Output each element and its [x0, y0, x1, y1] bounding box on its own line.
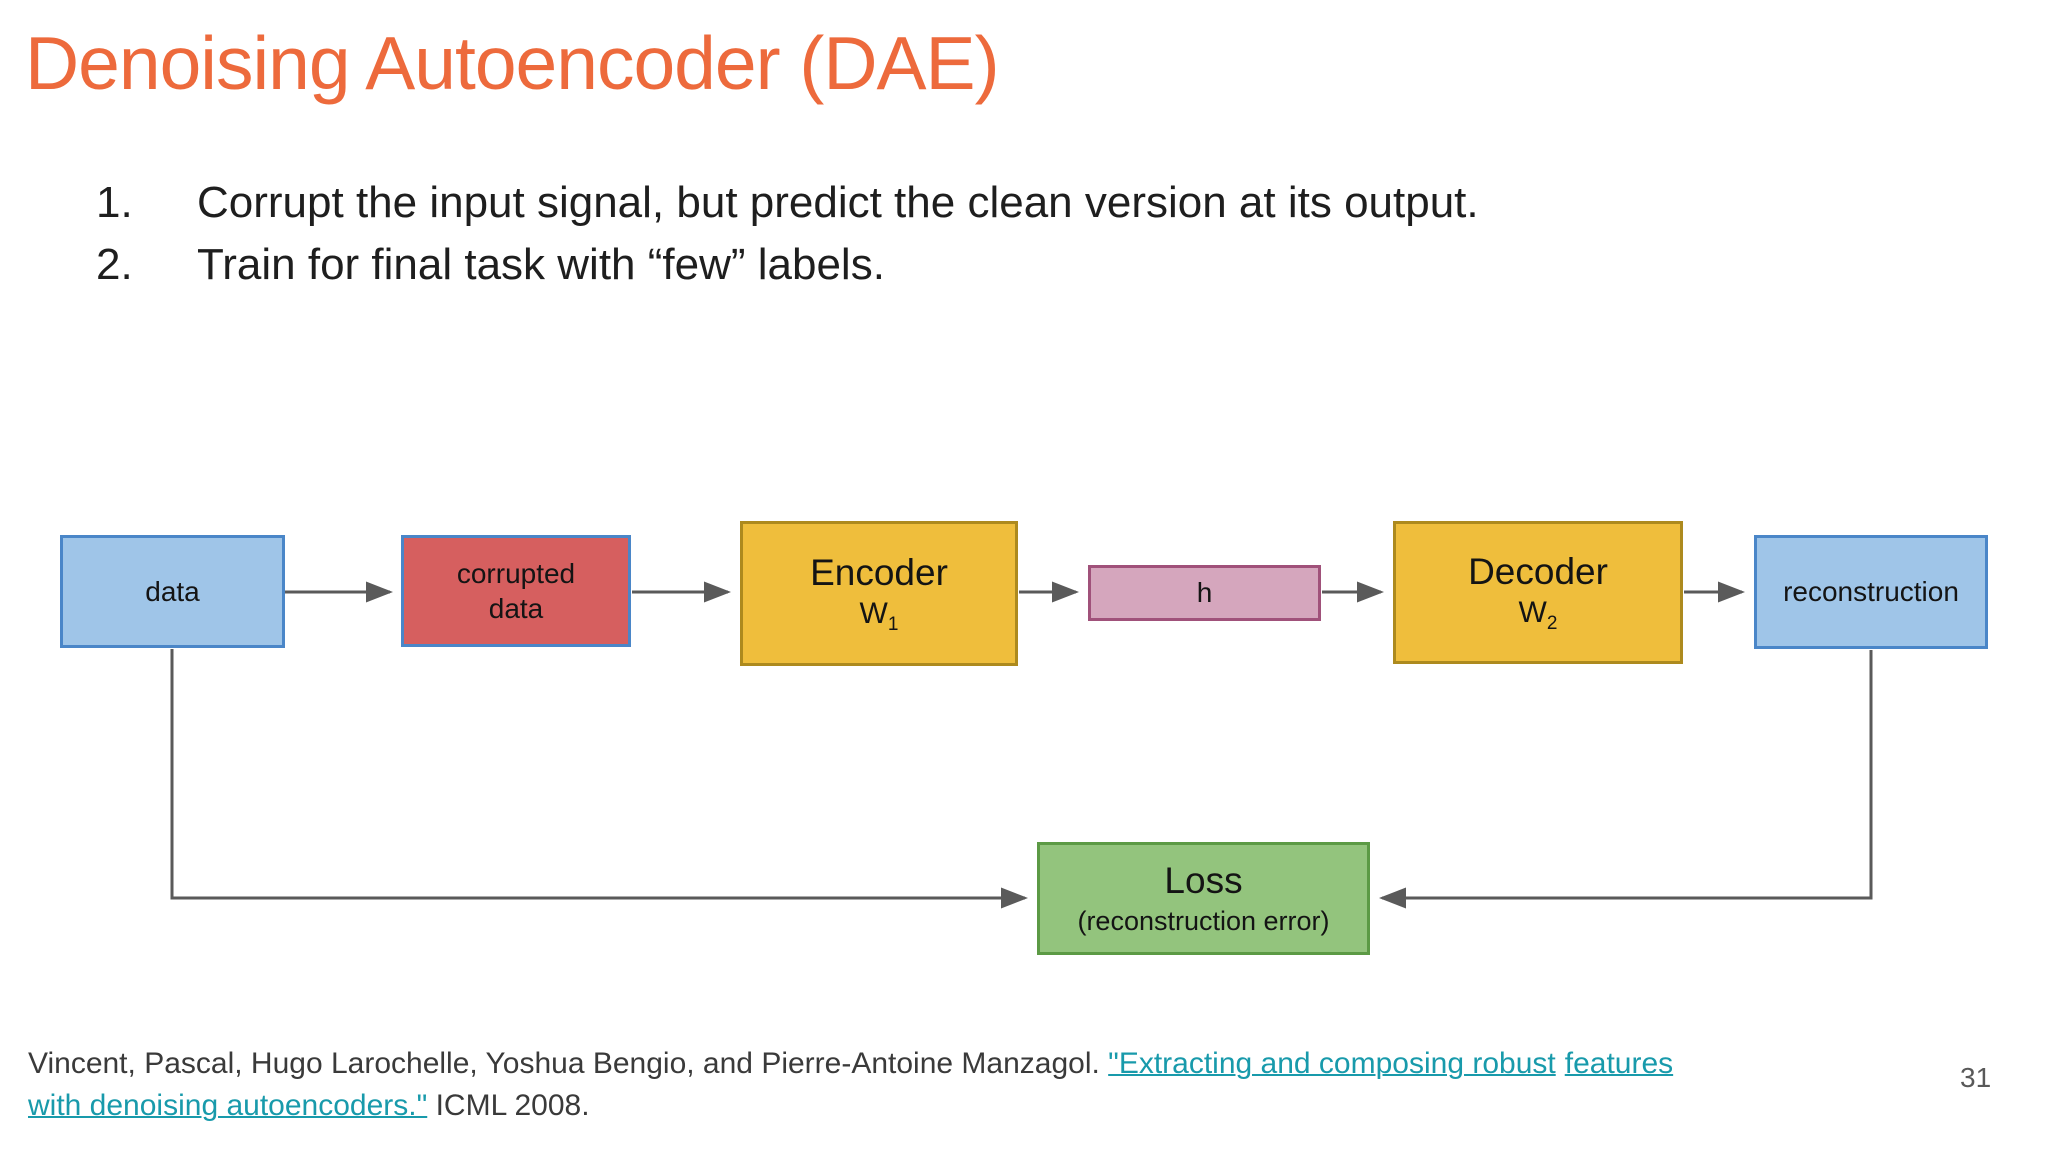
- node-decoder-label: Decoder: [1468, 550, 1608, 592]
- list-item-text: Corrupt the input signal, but predict th…: [197, 178, 1479, 227]
- weight-subscript: 2: [1546, 612, 1558, 634]
- node-data: data: [60, 535, 285, 648]
- citation-authors: Vincent, Pascal, Hugo Larochelle, Yoshua…: [28, 1047, 1109, 1080]
- citation: Vincent, Pascal, Hugo Larochelle, Yoshua…: [28, 1043, 1958, 1127]
- node-corrupted-data: corrupted data: [401, 535, 631, 647]
- weight-symbol: W: [859, 596, 888, 630]
- citation-link-part1[interactable]: "Extracting and composing robust: [1108, 1047, 1556, 1080]
- slide-title: Denoising Autoencoder (DAE): [25, 21, 1000, 105]
- node-corrupted-data-label-line2: data: [488, 593, 544, 624]
- node-encoder-weight: W1: [860, 597, 899, 636]
- node-data-label: data: [145, 575, 200, 607]
- list-item-number: 2.: [96, 240, 133, 289]
- node-encoder-label: Encoder: [810, 551, 948, 593]
- node-reconstruction: reconstruction: [1754, 535, 1988, 649]
- node-loss: Loss (reconstruction error): [1037, 842, 1370, 955]
- node-reconstruction-label: reconstruction: [1783, 576, 1959, 607]
- node-corrupted-data-label-line1: corrupted: [456, 558, 576, 589]
- list-item: 2. Train for final task with “few” labels…: [0, 234, 1479, 296]
- citation-link-part2[interactable]: features: [1564, 1047, 1674, 1080]
- weight-subscript: 1: [887, 613, 899, 635]
- citation-link-part3[interactable]: with denoising autoencoders.": [28, 1089, 428, 1122]
- page-number: 31: [1960, 1062, 1992, 1093]
- list-item: 1. Corrupt the input signal, but predict …: [0, 172, 1479, 234]
- bullet-list: 1. Corrupt the input signal, but predict …: [0, 172, 1479, 296]
- node-encoder: Encoder W1: [740, 521, 1018, 666]
- node-decoder: Decoder W2: [1393, 521, 1683, 664]
- arrow-reconstruction-to-loss: [1379, 650, 1873, 909]
- weight-symbol: W: [1518, 595, 1547, 629]
- node-decoder-weight: W2: [1519, 596, 1558, 635]
- list-item-text: Train for final task with “few” labels.: [197, 240, 885, 289]
- node-loss-sublabel: (reconstruction error): [1077, 906, 1330, 936]
- list-item-number: 1.: [96, 178, 133, 227]
- node-hidden-code-label: h: [1196, 577, 1213, 608]
- node-hidden-code: h: [1088, 565, 1321, 621]
- citation-venue: ICML 2008.: [427, 1089, 590, 1122]
- citation-line-1: Vincent, Pascal, Hugo Larochelle, Yoshua…: [28, 1043, 1958, 1085]
- citation-line-2: with denoising autoencoders." ICML 2008.: [28, 1085, 1958, 1127]
- arrow-data-to-loss: [170, 649, 1028, 909]
- node-loss-label: Loss: [1164, 860, 1243, 901]
